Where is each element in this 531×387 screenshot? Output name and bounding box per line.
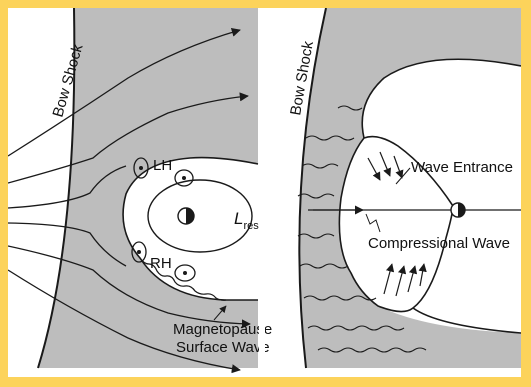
figure-frame: Bow Shock LH RH Lres Magnetopause Surfac… bbox=[8, 8, 521, 377]
right-earth-icon bbox=[451, 203, 465, 217]
surface-wave-label: Surface Wave bbox=[176, 339, 270, 356]
lh-vortex-2-icon bbox=[175, 170, 193, 186]
rh-label: RH bbox=[150, 255, 172, 272]
left-panel: Bow Shock LH RH Lres Magnetopause Surfac… bbox=[8, 8, 272, 370]
rh-vortex-2-icon bbox=[175, 265, 195, 281]
magnetopause-label: Magnetopause bbox=[173, 321, 272, 338]
compressional-wave-label: Compressional Wave bbox=[368, 235, 510, 252]
l-res-label: Lres bbox=[234, 209, 259, 232]
left-earth-icon bbox=[178, 208, 194, 224]
right-panel: Bow Shock Wave Entrance Compressional Wa… bbox=[287, 8, 521, 368]
magnetosphere-diagram: Bow Shock LH RH Lres Magnetopause Surfac… bbox=[8, 8, 521, 377]
lh-label: LH bbox=[153, 157, 172, 174]
wave-entrance-label: Wave Entrance bbox=[411, 159, 513, 176]
